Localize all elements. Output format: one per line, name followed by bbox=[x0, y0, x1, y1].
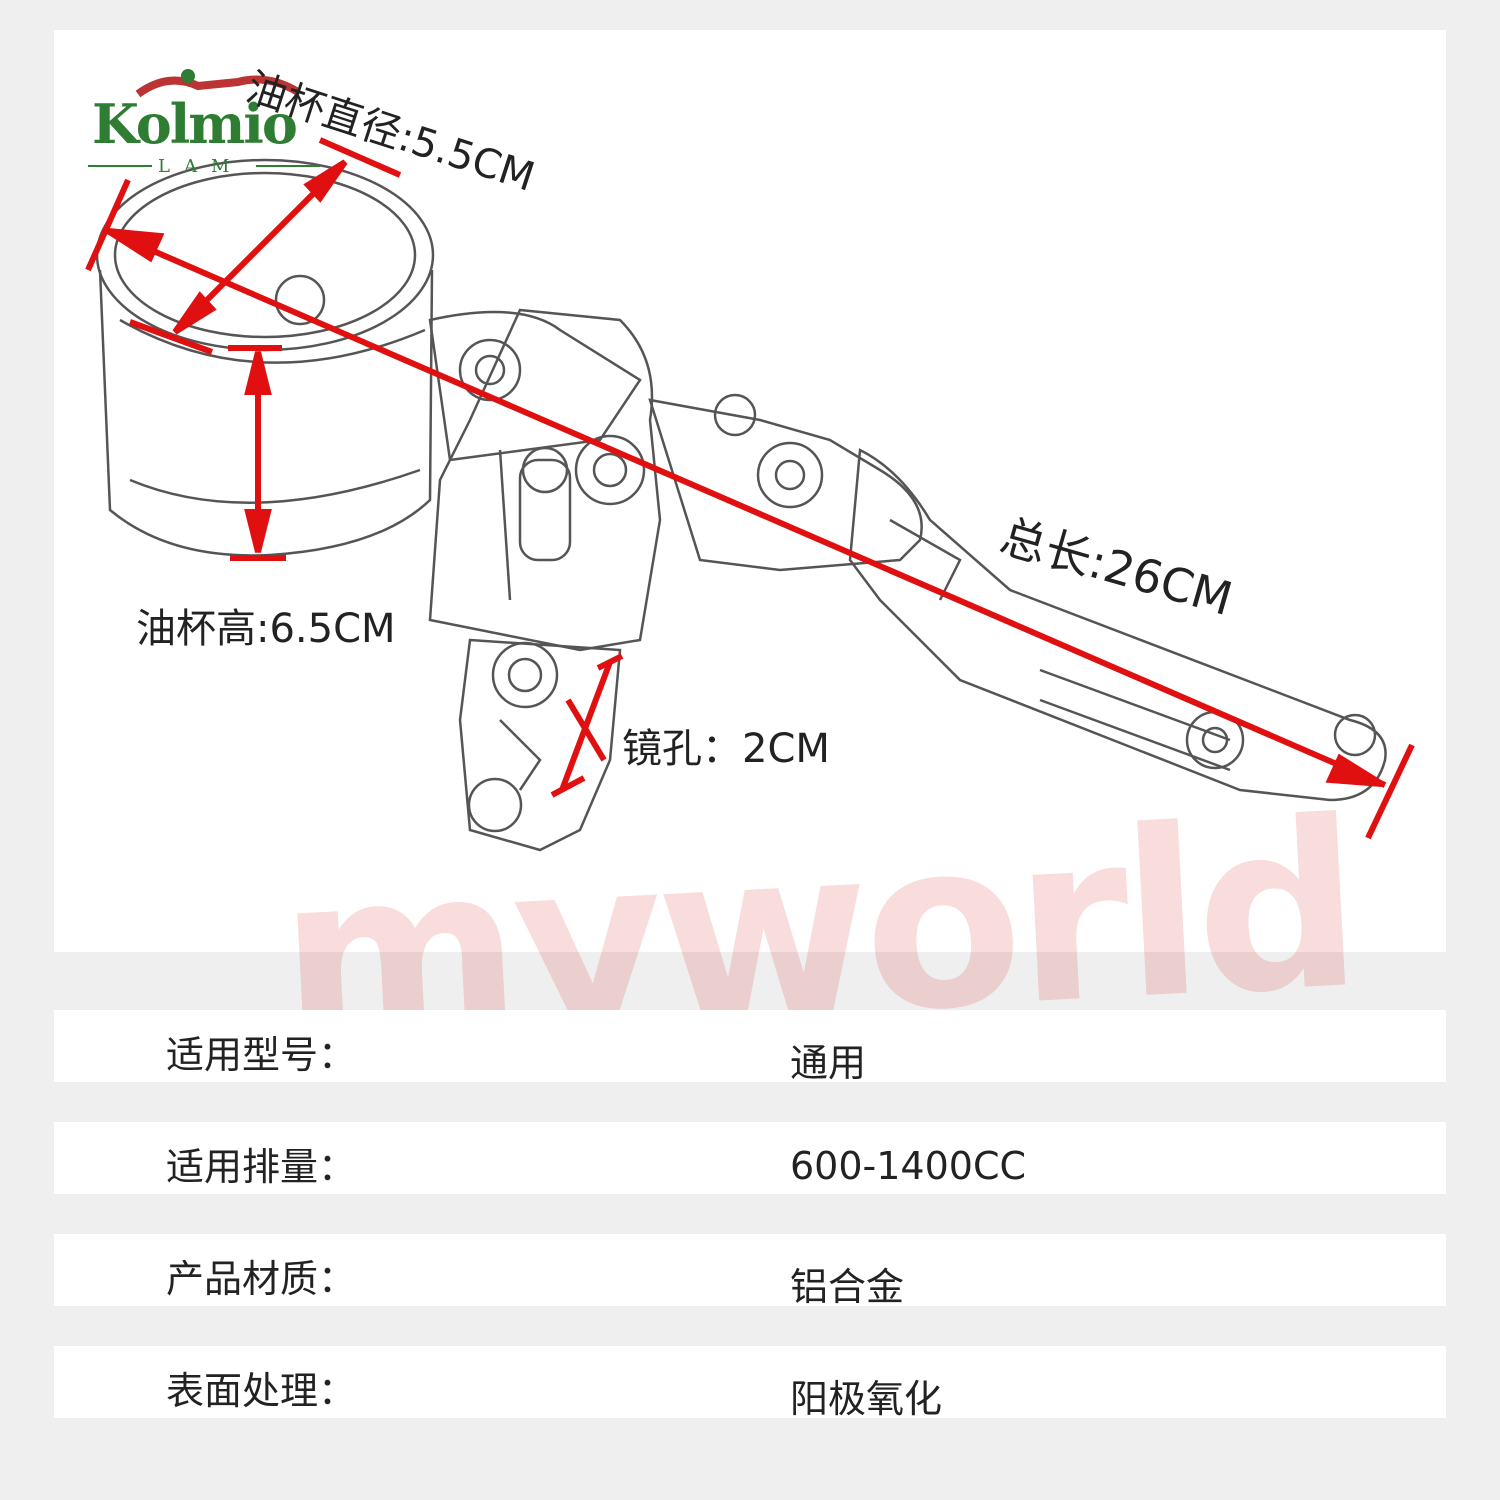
spec-value: 阳极氧化 bbox=[790, 1377, 943, 1421]
cup-diameter-cap-bottom bbox=[128, 319, 214, 355]
cup-height-arrow-bottom bbox=[244, 509, 272, 553]
spec-label: 适用型号： bbox=[166, 1033, 357, 1077]
product-line-art bbox=[95, 158, 1387, 852]
logo-subtext: LAM bbox=[158, 156, 244, 177]
mirror-hole-cap-top bbox=[596, 653, 624, 671]
cup-height-arrow-top bbox=[244, 351, 272, 395]
product-image-panel bbox=[54, 30, 1446, 952]
cup-diameter-cap-top bbox=[318, 137, 402, 178]
spec-label: 适用排量： bbox=[166, 1145, 357, 1189]
total-length-cap-left bbox=[85, 178, 131, 272]
brand-logo: Kolmio LAM bbox=[88, 64, 328, 184]
cup-diameter-arrow-bottom bbox=[172, 291, 217, 335]
spec-row: 适用排量： 600-1400CC bbox=[54, 1122, 1446, 1194]
logo-rule-left bbox=[88, 165, 152, 167]
spec-row: 产品材质： 铝合金 bbox=[54, 1234, 1446, 1309]
total-length-arrow-left bbox=[106, 228, 165, 263]
cup-diameter-arrow-top bbox=[303, 159, 348, 203]
cup-height-label: 油杯高:6.5CM bbox=[136, 606, 396, 652]
motorcycle-icon bbox=[135, 69, 301, 98]
spec-label: 表面处理： bbox=[166, 1369, 357, 1413]
mirror-hole-label: 镜孔：2CM bbox=[622, 726, 830, 772]
spec-row: 适用型号： 通用 bbox=[54, 1010, 1446, 1085]
spec-row: 表面处理： 阳极氧化 bbox=[54, 1346, 1446, 1421]
spec-value: 600-1400CC bbox=[790, 1144, 1027, 1188]
spec-value: 铝合金 bbox=[790, 1265, 905, 1309]
logo-rule-right bbox=[256, 165, 320, 167]
mirror-hole-cap-left bbox=[565, 698, 607, 762]
total-length-cap-right bbox=[1365, 743, 1415, 840]
spec-label: 产品材质： bbox=[166, 1257, 357, 1301]
mirror-hole-cap-bottom bbox=[550, 775, 586, 798]
total-length-line bbox=[103, 227, 1387, 788]
spec-value: 通用 bbox=[790, 1041, 867, 1085]
logo-text: Kolmio bbox=[92, 92, 298, 156]
total-length-arrow-right bbox=[1325, 753, 1384, 787]
dimension-markers bbox=[85, 137, 1415, 840]
